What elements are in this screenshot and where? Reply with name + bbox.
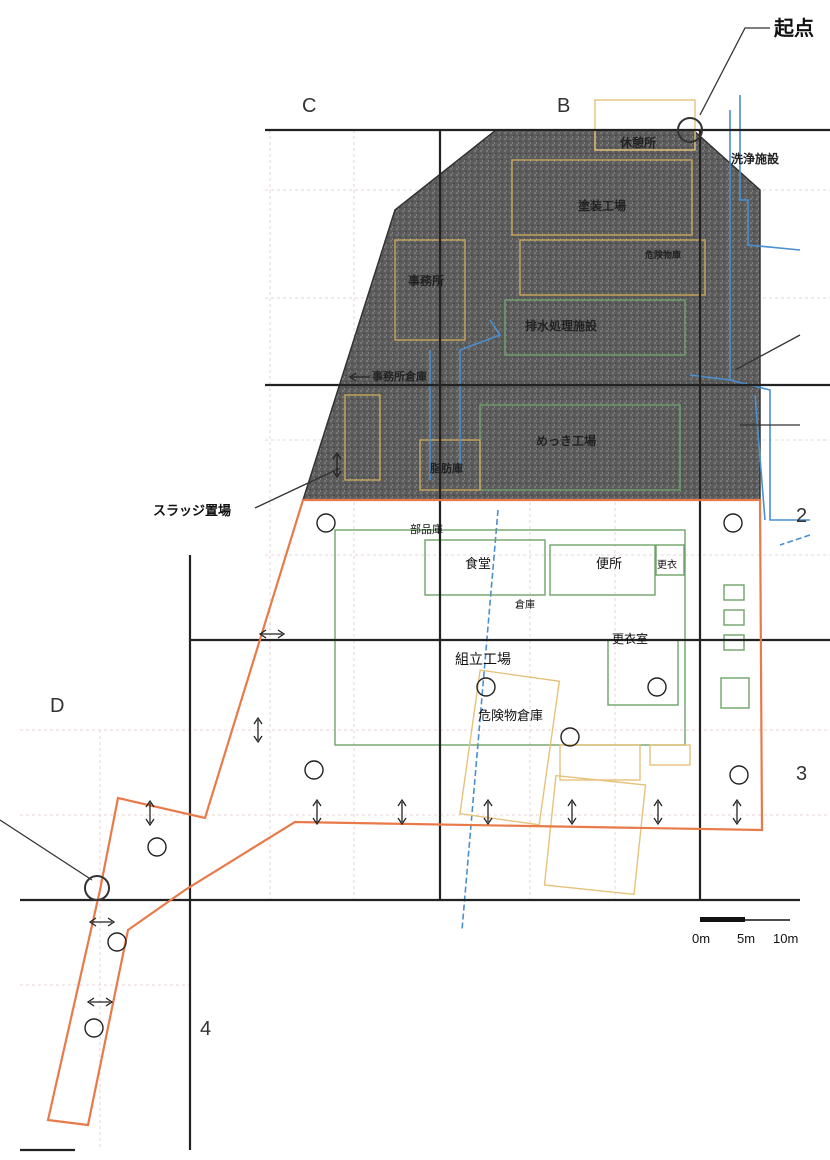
upper-buildings [344,99,706,491]
origin-marker [677,117,703,143]
origin-callout: 起点 [773,16,814,40]
direction-arrows [86,372,742,1007]
pipes [429,95,811,931]
label-washing: 洗浄施設 [731,151,780,166]
label-storage: 倉庫 [515,598,535,611]
label-office-storage: 事務所倉庫 [372,369,427,383]
boundary-marker [84,875,110,901]
grid-label-b: B [557,95,570,117]
main-grid [20,128,830,1152]
grid-label-4: 4 [200,1018,211,1040]
scale-tick-5: 5m [737,931,755,946]
label-hazmat-warehouse: 危険物倉庫 [478,709,543,724]
label-assembly-factory: 組立工場 [455,652,511,668]
label-office: 事務所 [408,273,444,288]
sample-points [84,513,749,1038]
leader-lines [0,27,801,881]
scale-tick-10: 10m [773,931,798,946]
grid-label-3: 3 [796,763,807,785]
label-plating-factory: めっき工場 [536,433,596,448]
label-hazmat-store-top: 危険物庫 [644,249,681,261]
label-changing-room: 更衣室 [612,631,648,646]
label-rest-area: 休憩所 [619,135,656,150]
sludge-area-callout: スラッジ置場 [153,503,231,519]
label-fat-storage: 脂肪庫 [429,461,463,475]
label-wastewater: 排水処理施設 [525,318,598,333]
lower-buildings [334,529,750,896]
grid-label-c: C [302,95,316,117]
label-paint-factory: 塗装工場 [578,198,626,213]
label-toilet: 便所 [596,557,622,572]
scale-bar: 0m 5m 10m [692,917,798,946]
label-changing-short: 更衣 [657,558,677,571]
survey-boundary [46,498,764,1127]
grid-label-2: 2 [796,505,807,527]
scale-tick-0: 0m [692,931,710,946]
label-parts-storage: 部品庫 [410,522,443,536]
label-cafeteria: 食堂 [465,556,491,572]
grid-label-d: D [50,695,64,717]
